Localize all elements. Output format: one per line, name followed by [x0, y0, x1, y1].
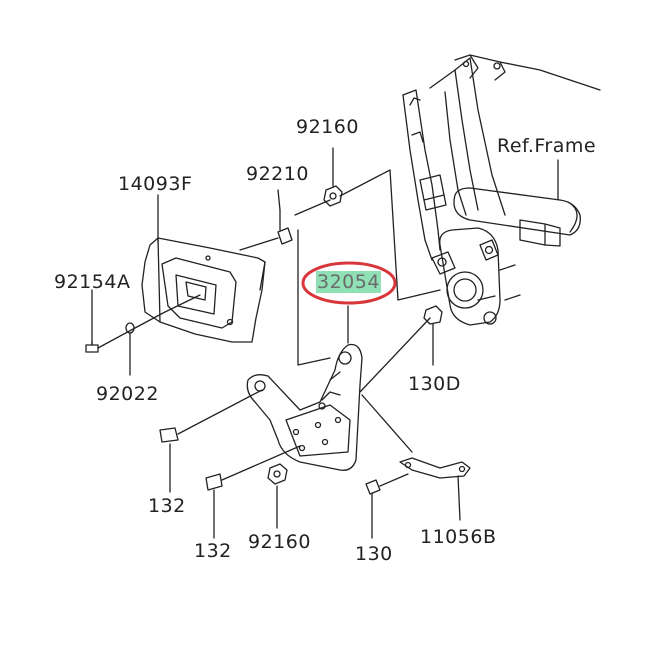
callout-ref-frame: Ref.Frame — [497, 135, 597, 157]
callout-92160-top: 92160 — [296, 116, 359, 138]
assembly-line-stay — [361, 394, 413, 453]
callout-32054-highlighted: 32054 — [316, 271, 381, 293]
callout-92210: 92210 — [246, 163, 309, 185]
bolt-132-a — [159, 427, 179, 493]
nut-92160-bottom — [267, 463, 288, 529]
callout-130: 130 — [355, 543, 393, 565]
callout-132-a: 132 — [148, 495, 186, 517]
bolt-132-b — [205, 473, 223, 539]
assembly-line-132-b — [221, 445, 301, 481]
assembly-line-main — [339, 169, 441, 301]
bracket-32054 — [246, 343, 363, 471]
callout-11056B: 11056B — [420, 526, 497, 548]
leader-92210 — [277, 189, 281, 211]
callout-32054: 32054 — [316, 271, 381, 293]
stay-11056B — [399, 457, 471, 521]
assembly-line-cover — [239, 237, 279, 251]
collar-92210 — [277, 209, 293, 245]
bolt-130D — [423, 305, 443, 366]
frame-drawing — [402, 54, 601, 326]
callout-132-b: 132 — [194, 540, 232, 562]
callout-92160-bottom: 92160 — [248, 531, 311, 553]
callout-92022: 92022 — [96, 383, 159, 405]
callout-14093F: 14093F — [118, 173, 193, 195]
nut-92160-top — [323, 185, 343, 207]
assembly-line-130D — [359, 317, 431, 393]
highlight-ring-32054 — [301, 261, 397, 305]
assembly-line-left — [297, 229, 331, 366]
bolt-92154A — [85, 289, 99, 353]
assembly-line-130 — [379, 473, 409, 487]
assembly-line-nut — [294, 199, 331, 216]
bolt-130 — [365, 479, 381, 539]
callout-92154A: 92154A — [54, 271, 131, 293]
callout-130D: 130D — [408, 373, 461, 395]
assembly-line-132-a — [177, 389, 263, 435]
cover-14093F — [141, 237, 266, 343]
